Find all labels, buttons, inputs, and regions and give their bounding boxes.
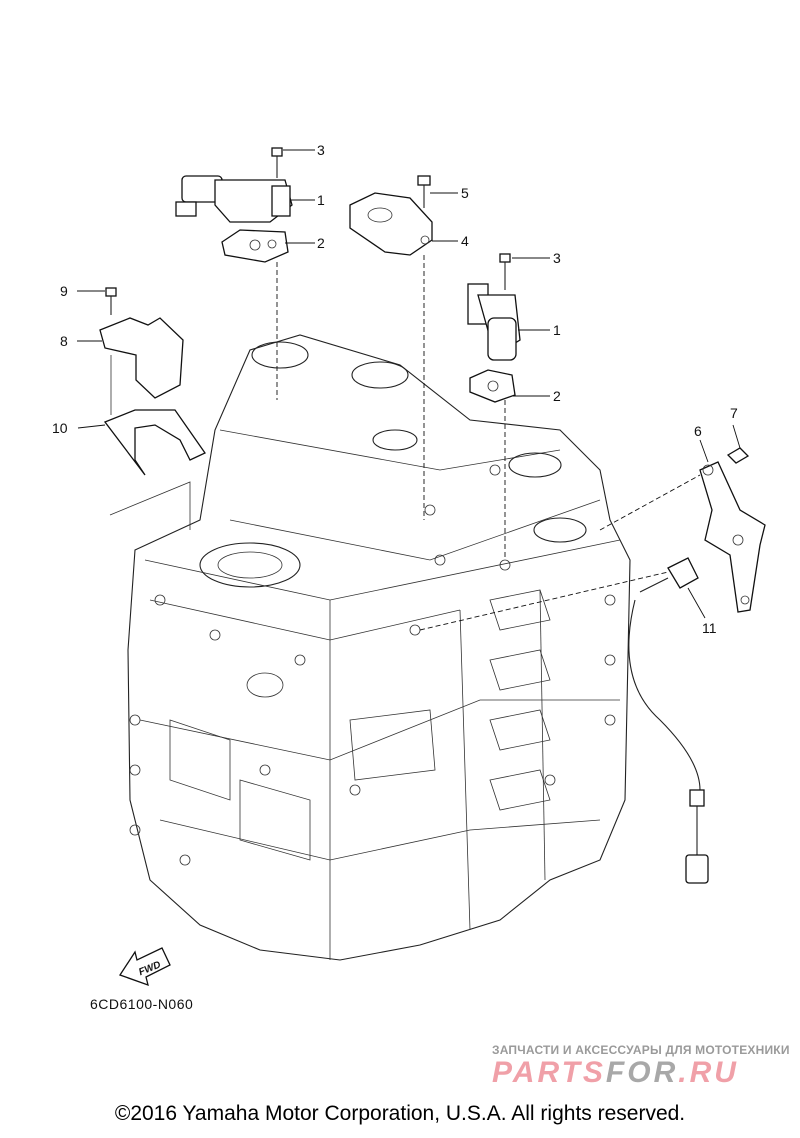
- callout-numbers: 3 1 2 5 4 3 1 2 9 8 10 7 6 11: [52, 142, 738, 636]
- copyright-notice: ©2016 Yamaha Motor Corporation, U.S.A. A…: [114, 1102, 686, 1125]
- callout-1: 1: [553, 322, 561, 338]
- oil-control-valve-right: [467, 253, 521, 403]
- callout-7: 7: [730, 405, 738, 421]
- callout-11: 11: [702, 620, 717, 636]
- diagram-code: 6CD6100-N060: [90, 996, 194, 1012]
- callout-9: 9: [60, 283, 68, 299]
- callout-3: 3: [317, 142, 325, 158]
- callout-4: 4: [461, 233, 469, 249]
- logo-part: PARTS: [492, 1056, 606, 1089]
- leader-lines: [77, 149, 741, 631]
- callout-6: 6: [694, 423, 702, 439]
- oil-control-valve-left: [175, 147, 293, 263]
- logo-part: .RU: [678, 1056, 739, 1089]
- callout-2: 2: [317, 235, 325, 251]
- callout-8: 8: [60, 333, 68, 349]
- knock-sensor-assembly: [628, 447, 766, 884]
- bracket-assembly: [99, 287, 206, 530]
- callout-1: 1: [317, 192, 325, 208]
- watermark-tagline: ЗАПЧАСТИ И АКСЕССУАРЫ ДЛЯ МОТОТЕХНИКИ: [492, 1043, 790, 1057]
- callout-2: 2: [553, 388, 561, 404]
- engine-block: [127, 334, 631, 961]
- watermark-logo: PARTSFOR.RU: [492, 1056, 739, 1090]
- callout-5: 5: [461, 185, 469, 201]
- callout-10: 10: [52, 420, 68, 436]
- logo-part: FOR: [605, 1056, 679, 1089]
- fwd-arrow-icon: FWD: [119, 947, 171, 987]
- cover-plate: [349, 175, 433, 256]
- callout-3: 3: [553, 250, 561, 266]
